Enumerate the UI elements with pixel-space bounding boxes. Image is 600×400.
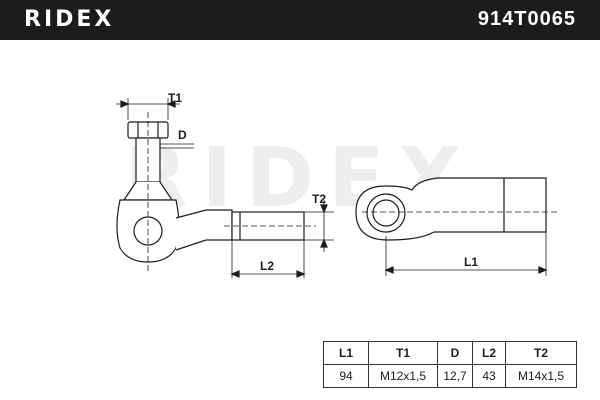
dimension-label-t2: T2 — [312, 192, 326, 206]
specs-header-d: D — [437, 341, 473, 365]
specs-value-t2: M14x1,5 — [505, 364, 577, 388]
specs-value-l2: 43 — [472, 364, 506, 388]
dimension-label-l1: L1 — [464, 255, 478, 269]
technical-drawing: RIDEX — [116, 91, 560, 278]
dimension-label-t1: T1 — [168, 91, 182, 105]
specs-header-row: L1 T1 D L2 T2 — [323, 341, 577, 365]
specs-header-l2: L2 — [472, 341, 506, 365]
dimension-label-d: D — [178, 128, 187, 142]
specs-header-l1: L1 — [323, 341, 369, 365]
specs-value-t1: M12x1,5 — [368, 364, 438, 388]
specs-value-d: 12,7 — [437, 364, 473, 388]
brand-logo: RIDEX — [24, 7, 115, 32]
part-number: 914T0065 — [477, 8, 576, 30]
specs-header-t1: T1 — [368, 341, 438, 365]
dimension-label-l2: L2 — [260, 259, 274, 273]
tie-rod-end-top-view — [355, 177, 560, 276]
header-bar: RIDEX 914T0065 — [0, 0, 600, 40]
tie-rod-end-side-view — [116, 98, 334, 278]
specs-value-row: 94 M12x1,5 12,7 43 M14x1,5 — [323, 364, 577, 388]
specs-table: L1 T1 D L2 T2 94 M12x1,5 12,7 43 M14x1,5 — [323, 341, 577, 388]
specs-value-l1: 94 — [323, 364, 369, 388]
specs-header-t2: T2 — [505, 341, 577, 365]
